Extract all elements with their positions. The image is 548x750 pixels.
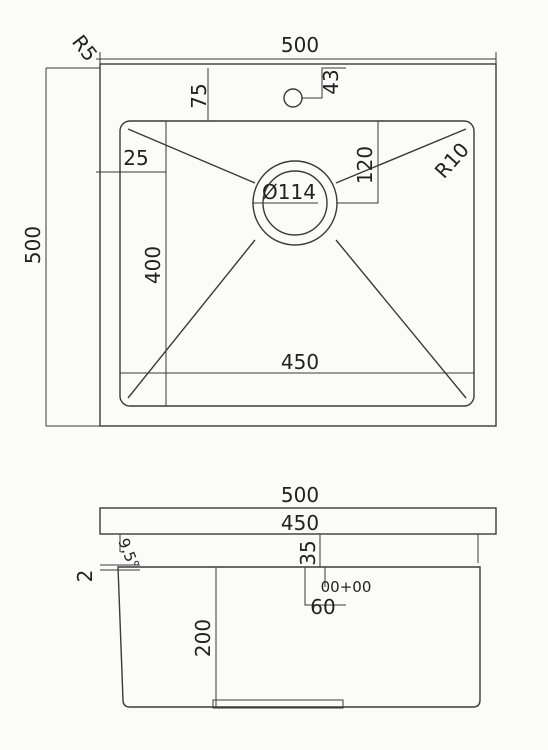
- dim-side-inner-width: 450: [281, 511, 319, 535]
- dim-radius-corner: R5: [67, 30, 102, 66]
- dim-inner-height: 400: [141, 246, 165, 284]
- dim-inset-25: 25: [123, 146, 148, 170]
- tap-hole: [283, 88, 303, 108]
- dim-thickness: 2: [73, 570, 97, 583]
- top-view: 500 R5 500 75 43 25 400 450: [21, 30, 497, 427]
- overflow-label: 00+00: [321, 578, 372, 596]
- dim-outlet: 60: [310, 595, 335, 619]
- drain-outlet: [212, 699, 344, 709]
- dim-angle: 9,5°: [114, 536, 142, 572]
- outer-rim: [99, 63, 497, 427]
- dim-inner-width: 450: [281, 350, 319, 374]
- inner-basin: [119, 120, 475, 407]
- dim-drain-dia: Ø114: [262, 180, 316, 204]
- dim-radius-inner: R10: [430, 138, 474, 183]
- dim-height-total: 500: [21, 226, 45, 264]
- dim-depth-200: 200: [191, 619, 215, 657]
- dim-offset-75: 75: [187, 83, 211, 108]
- dim-width-total: 500: [281, 33, 319, 57]
- dim-depth-35: 35: [296, 540, 320, 565]
- side-view: 500 450 9,5° 2 35 00+00 60 200: [73, 483, 497, 709]
- dim-side-width-total: 500: [281, 483, 319, 507]
- dim-hole-43: 43: [319, 69, 343, 94]
- dim-drain-offset: 120: [353, 146, 377, 184]
- basin-profile: [117, 566, 481, 708]
